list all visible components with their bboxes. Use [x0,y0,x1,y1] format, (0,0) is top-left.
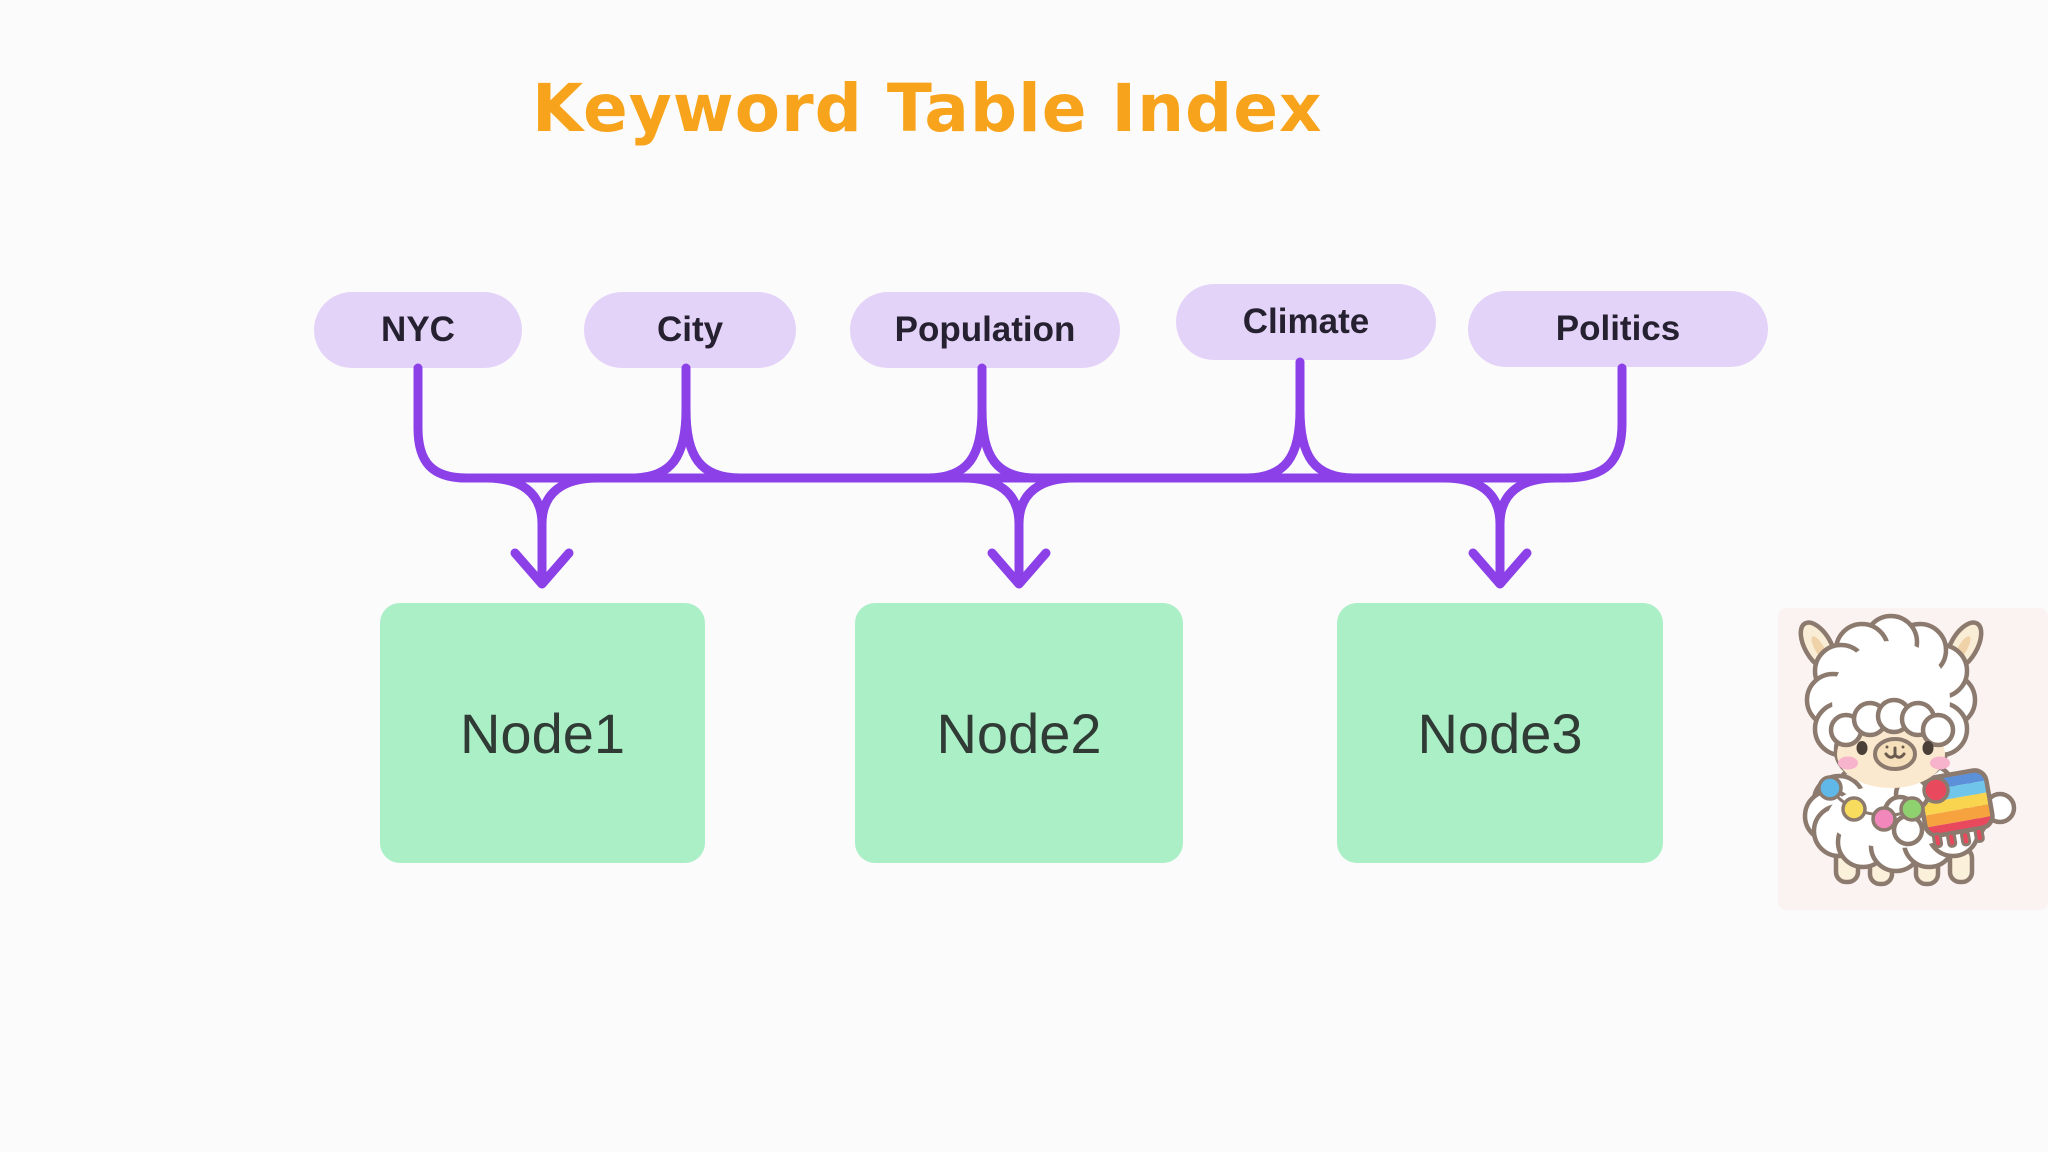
node-label: Node3 [1417,701,1583,765]
node-box-1: Node1 [380,603,705,863]
wire-climate-left [1241,405,1305,483]
wire-city-right [681,405,745,483]
keyword-pill-nyc: NYC [314,292,522,368]
alpaca-mouth [1884,745,1906,759]
node-box-3: Node3 [1337,603,1663,863]
funnel-node3-left [1439,473,1505,529]
node-box-2: Node2 [855,603,1183,863]
keyword-pill-politics: Politics [1468,291,1768,367]
wire-population-right [977,405,1041,483]
wire-population-left [923,405,987,483]
arrowhead-node3 [1468,548,1532,589]
mascot-tile [1778,608,2048,910]
funnel-node2-right [1014,473,1080,529]
funnel-node2-left [958,473,1024,529]
wire-climate-right [1295,405,1359,483]
wire-city-left [627,405,691,483]
alpaca-forehead-curls [1828,697,1956,748]
keyword-label: Politics [1555,309,1681,348]
alpaca-blush [1838,756,1950,770]
funnel-node1-left [481,473,547,529]
node-label: Node1 [459,701,626,765]
funnel-node3-right [1495,473,1561,529]
arrowhead-node2 [987,548,1051,589]
keyword-label: Climate [1242,302,1370,341]
alpaca-illustration [1798,613,2017,887]
keyword-pill-city: City [584,292,796,368]
funnel-node1-right [537,473,603,529]
alpaca-garland [1817,775,1950,832]
alpaca-eyes [1856,741,1934,755]
page-title: Keyword Table Index [532,70,1323,147]
wire-politics [1560,363,1627,483]
keyword-label: City [656,310,724,349]
keyword-pill-climate: Climate [1176,284,1436,360]
keyword-label: NYC [381,310,455,349]
node-label: Node2 [936,701,1102,765]
keyword-pill-population: Population [850,292,1120,368]
arrowhead-node1 [510,548,574,589]
keyword-label: Population [894,310,1076,349]
wire-nyc [413,363,471,483]
